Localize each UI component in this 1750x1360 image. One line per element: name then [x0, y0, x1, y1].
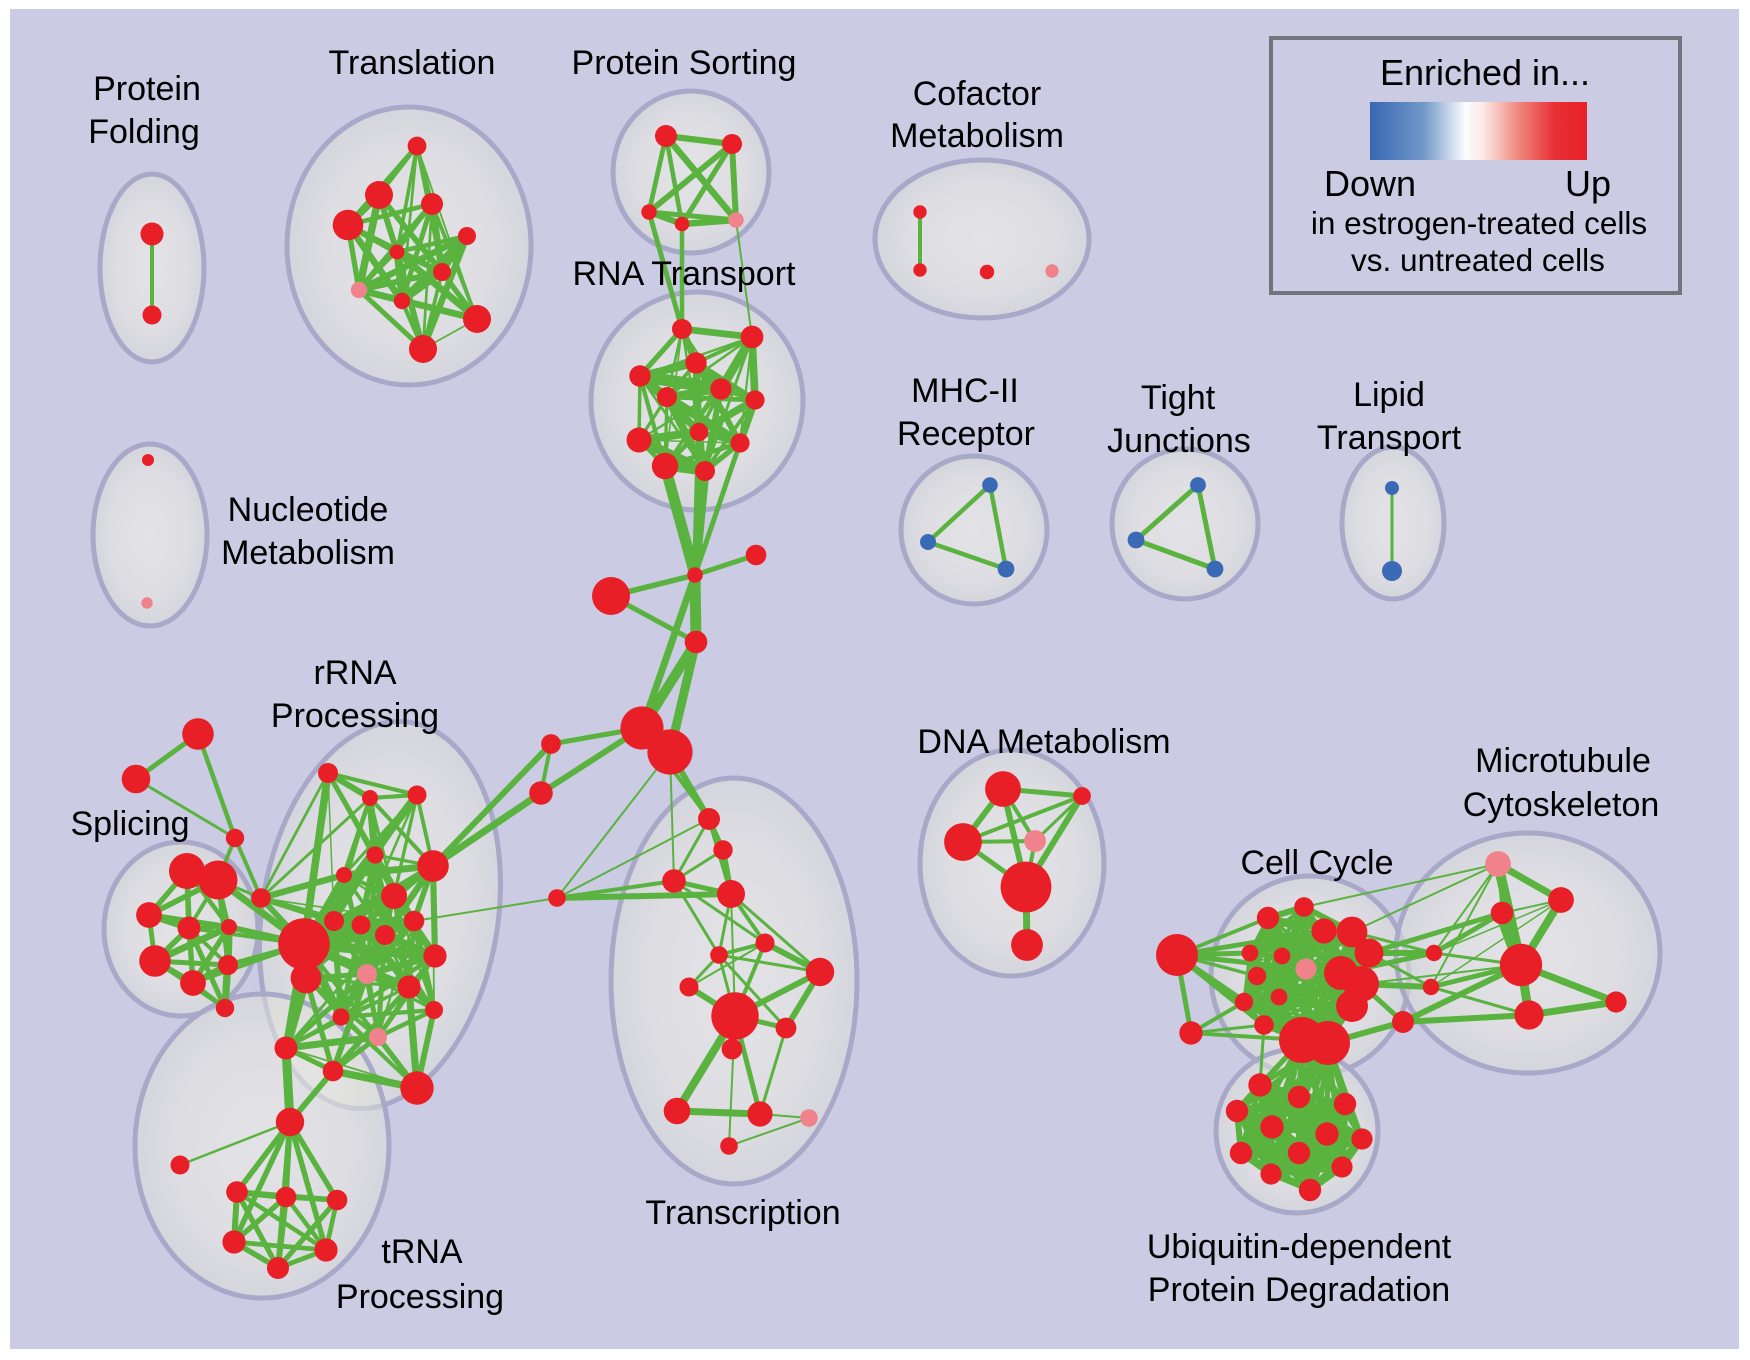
svg-text:Cell Cycle: Cell Cycle: [1240, 844, 1393, 882]
svg-text:Nucleotide: Nucleotide: [228, 491, 389, 529]
svg-text:Down: Down: [1324, 163, 1416, 204]
svg-text:Transport: Transport: [1317, 419, 1462, 457]
svg-text:Folding: Folding: [88, 113, 200, 151]
svg-text:Protein Degradation: Protein Degradation: [1148, 1271, 1450, 1309]
svg-text:Cofactor: Cofactor: [913, 75, 1042, 113]
svg-text:Lipid: Lipid: [1353, 376, 1425, 414]
svg-text:Processing: Processing: [271, 697, 439, 735]
svg-text:Processing: Processing: [336, 1278, 504, 1316]
svg-text:DNA Metabolism: DNA Metabolism: [917, 723, 1170, 761]
svg-text:Metabolism: Metabolism: [890, 117, 1064, 155]
svg-text:vs. untreated cells: vs. untreated cells: [1351, 242, 1605, 278]
svg-text:Protein Sorting: Protein Sorting: [572, 44, 797, 82]
svg-text:Splicing: Splicing: [70, 805, 189, 843]
svg-text:Up: Up: [1565, 163, 1611, 204]
svg-text:in estrogen-treated cells: in estrogen-treated cells: [1311, 205, 1647, 241]
svg-text:Metabolism: Metabolism: [221, 534, 395, 572]
svg-text:Protein: Protein: [93, 70, 201, 108]
svg-text:Ubiquitin-dependent: Ubiquitin-dependent: [1147, 1228, 1452, 1266]
svg-text:RNA Transport: RNA Transport: [573, 255, 797, 293]
svg-text:rRNA: rRNA: [313, 654, 396, 692]
svg-text:MHC-II: MHC-II: [911, 372, 1019, 410]
svg-text:Enriched in...: Enriched in...: [1380, 52, 1590, 93]
svg-text:Receptor: Receptor: [897, 415, 1035, 453]
svg-text:Tight: Tight: [1141, 379, 1216, 417]
svg-text:tRNA: tRNA: [381, 1233, 463, 1271]
svg-text:Junctions: Junctions: [1107, 422, 1251, 460]
svg-text:Transcription: Transcription: [645, 1194, 840, 1232]
svg-text:Cytoskeleton: Cytoskeleton: [1463, 786, 1660, 824]
svg-text:Translation: Translation: [329, 44, 496, 82]
svg-text:Microtubule: Microtubule: [1475, 742, 1651, 780]
